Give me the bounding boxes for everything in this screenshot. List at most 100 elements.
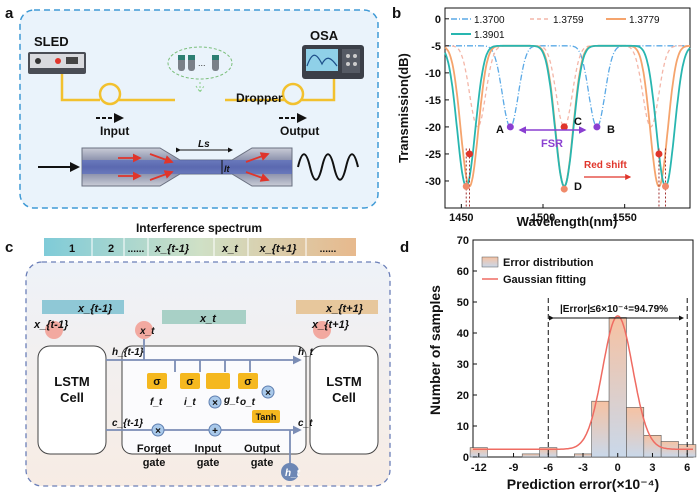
input-label: Input [100, 124, 129, 138]
x-tick-label-d: -6 [543, 462, 553, 474]
x-prev-bar-label: x_{t-1} [77, 303, 113, 315]
histogram-bar [608, 317, 627, 458]
spectrum-title: Interference spectrum [136, 221, 262, 235]
h-t-label: h_t [298, 347, 314, 358]
forget-gate-label-1: Forget [137, 443, 172, 455]
legend-d-label-2: Gaussian fitting [503, 274, 586, 286]
output-label: Output [280, 124, 319, 138]
candidate-gate [206, 373, 230, 389]
legend-label-3: 1.3779 [629, 15, 660, 26]
svg-text:×: × [265, 388, 271, 399]
x-prev-node-icon [45, 321, 63, 339]
series-curve-1 [445, 45, 690, 128]
lt-label: lt [224, 164, 231, 174]
seq-item-1: 1 [69, 243, 75, 255]
x-axis-label-b: Wavelength(nm) [517, 214, 618, 229]
legend-label-4: 1.3901 [474, 30, 505, 41]
lstm-cell-right-label-1: LSTM [326, 374, 361, 389]
osa-label: OSA [310, 28, 339, 43]
marker-a [506, 123, 514, 131]
svg-text:σ: σ [153, 376, 161, 388]
plot-b-curves [444, 44, 691, 208]
gaussian-fit-curve [473, 315, 693, 451]
h-t-output-label: h_t [285, 468, 301, 479]
x-tick-label-d: -12 [471, 462, 487, 474]
y-tick-label-d: 40 [457, 328, 469, 340]
svg-text:×: × [212, 398, 218, 409]
x-tick-label-d: -3 [578, 462, 588, 474]
c-t-label: c_t [298, 418, 313, 429]
point-label-d: D [574, 181, 582, 193]
minimum-marker [462, 182, 470, 190]
panel-label-a: a [5, 5, 14, 22]
y-tick-label-b: -30 [425, 176, 441, 188]
point-label-a: A [496, 124, 504, 136]
y-tick-label-d: 60 [457, 266, 469, 278]
x-next-node-label: x_{t+1} [311, 319, 350, 331]
h-t-output-node-icon [281, 463, 299, 481]
point-label-b: B [607, 124, 615, 136]
sled-device-icon [28, 52, 86, 74]
y-tick-label-b: -10 [425, 68, 441, 80]
seq-item-2: 2 [108, 243, 114, 255]
svg-text:Tanh: Tanh [256, 412, 277, 422]
output-gate-label-1: Output [244, 443, 280, 455]
y-tick-label-b: -15 [425, 95, 441, 107]
series-curve-4 [444, 44, 691, 188]
h-prev-label: h_{t-1} [112, 347, 144, 358]
sequence-bar [44, 238, 356, 256]
series-curve-2 [445, 45, 690, 128]
shift-marker [655, 150, 663, 158]
tanh-gate: Tanh [252, 410, 280, 423]
y-tick-label-d: 10 [457, 421, 469, 433]
i-t-label: i_t [184, 397, 196, 408]
svg-text:σ: σ [244, 376, 252, 388]
vials-group [167, 46, 233, 80]
legend-d-label-1: Error distribution [503, 257, 594, 269]
output-fiber-loop [281, 82, 305, 106]
seq-item-6: x_{t+1} [258, 243, 297, 255]
input-fiber-loop [98, 82, 122, 106]
svg-text:...: ... [198, 58, 206, 68]
x-tick-label-d: 0 [615, 462, 621, 474]
legend-label-2: 1.3759 [553, 15, 584, 26]
y-tick-label-d: 70 [457, 235, 469, 247]
svg-text:+: + [212, 426, 218, 437]
lstm-cell-right [309, 345, 379, 455]
seq-item-4: x_{t-1} [154, 243, 190, 255]
forget-gate-label-2: gate [143, 457, 166, 469]
output-gate-sigma: σ [238, 373, 258, 389]
point-label-c: C [574, 116, 582, 128]
output-wave-icon [297, 153, 359, 181]
input-fiber [60, 74, 100, 102]
lstm-cell-left-label-2: Cell [60, 390, 84, 405]
ls-label: Ls [198, 139, 210, 150]
sequence-dividers [91, 238, 307, 256]
x-cur-node-icon [135, 321, 153, 339]
red-arrows-icon [118, 152, 270, 182]
threshold-lines [547, 298, 688, 457]
add-op-icon: + [208, 423, 222, 437]
x-tick-label-d: -9 [509, 462, 519, 474]
y-tick-label-b: -5 [431, 41, 441, 53]
histogram-bar [521, 453, 540, 458]
accuracy-annotation: |Error|≤6×10⁻⁴=94.79% [560, 304, 668, 315]
y-tick-label-b: -25 [425, 149, 441, 161]
x-tick-label-b: 1450 [449, 212, 473, 224]
x-tick-label-b: 1550 [612, 212, 636, 224]
fsr-label: FSR [541, 138, 563, 150]
svg-text:σ: σ [186, 376, 194, 388]
histogram-bar [626, 407, 645, 458]
marker-d [560, 185, 568, 193]
x-next-bar [296, 300, 378, 314]
x-cur-node-label: x_t [139, 326, 155, 337]
shift-marker [466, 150, 473, 158]
plot-d-frame [472, 239, 694, 458]
panel-label-d: d [400, 239, 409, 256]
legend-d: Error distribution Gaussian fitting [481, 256, 594, 286]
lstm-cell-left [37, 345, 107, 455]
state-flow-lines [106, 339, 302, 466]
